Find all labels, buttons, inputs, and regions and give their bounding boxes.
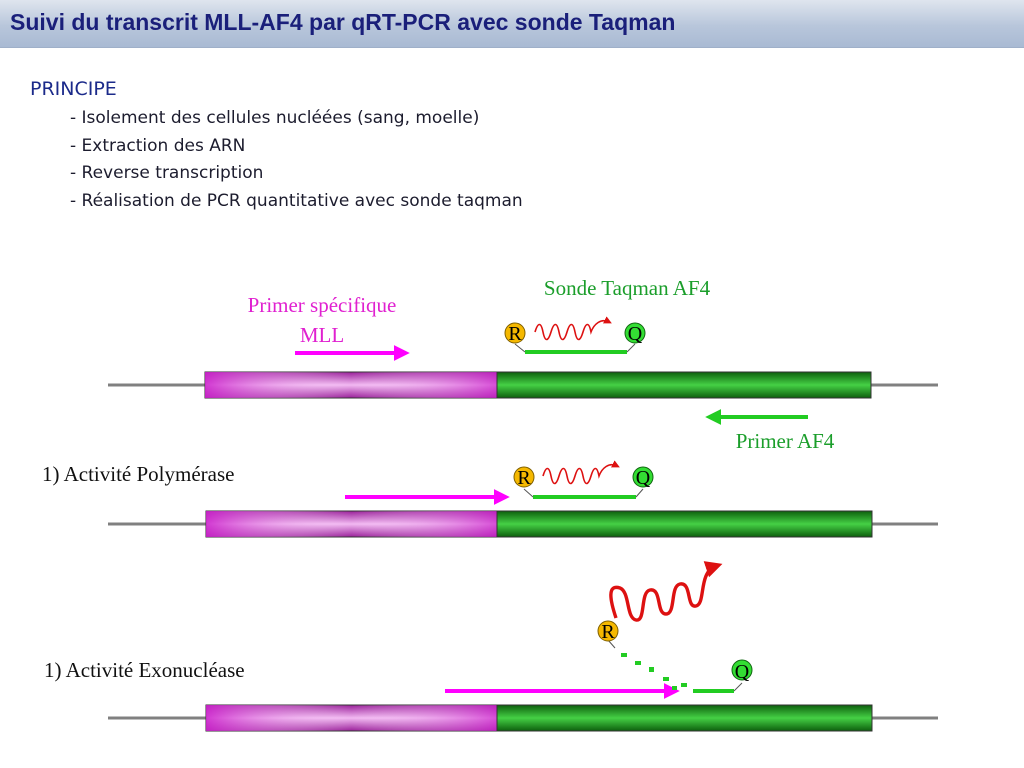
released-reporter-dye — [597, 620, 619, 642]
exonuclease-step-label: 1) Activité Exonucléase — [44, 658, 245, 682]
quencher-letter: Q — [636, 467, 651, 489]
mll-segment — [204, 371, 498, 399]
reporter-dye — [504, 322, 526, 344]
step-reverse-transcription: - Reverse transcription — [70, 163, 264, 183]
quencher-dye — [624, 322, 646, 344]
quencher-link — [733, 682, 743, 692]
fluorescence-emission-wave — [609, 561, 723, 622]
quencher-letter: Q — [628, 323, 643, 345]
step-qpcr: - Réalisation de PCR quantitative avec s… — [70, 190, 523, 211]
step-isolement: - Isolement des cellules nucléées (sang,… — [70, 108, 480, 128]
af4-segment — [496, 704, 873, 732]
fluorescence-wave — [542, 460, 620, 485]
quencher-link — [635, 488, 644, 498]
reporter-letter: R — [517, 467, 531, 489]
primer-af4-label: Primer AF4 — [736, 429, 835, 453]
reporter-letter: R — [601, 621, 615, 643]
quencher-dye — [632, 466, 654, 488]
quencher-link — [626, 343, 636, 353]
slide-title: Suivi du transcrit MLL-AF4 par qRT-PCR a… — [10, 9, 676, 35]
reporter-link — [514, 343, 526, 353]
fluorescence-wave — [534, 316, 612, 341]
cleaved-probe-fragments — [621, 653, 687, 690]
reporter-link — [523, 488, 534, 498]
step-extraction: - Extraction des ARN — [70, 135, 246, 156]
principe-steps: - Isolement des cellules nucléées (sang,… — [70, 108, 523, 218]
principe-heading: PRINCIPE — [30, 78, 117, 100]
panel-exonuclease: 1) Activité Exonucléase R Q — [44, 561, 938, 732]
primer-mll-label-line1: Primer spécifique — [248, 293, 397, 317]
panel-polymerase: 1) Activité Polymérase R Q — [42, 460, 938, 538]
quencher-letter: Q — [735, 661, 750, 683]
af4-segment — [496, 510, 873, 538]
primer-mll-label-line2: MLL — [300, 323, 344, 347]
quencher-dye — [731, 659, 753, 681]
probe-label: Sonde Taqman AF4 — [544, 276, 711, 300]
panel-principle: Primer spécifique MLL Sonde Taqman AF4 R… — [108, 276, 938, 453]
mll-segment — [205, 510, 498, 538]
reporter-letter: R — [508, 323, 522, 345]
af4-segment — [496, 371, 872, 399]
title-bar: Suivi du transcrit MLL-AF4 par qRT-PCR a… — [0, 0, 1024, 48]
polymerase-step-label: 1) Activité Polymérase — [42, 462, 234, 486]
reporter-dye — [513, 466, 535, 488]
mll-segment — [205, 704, 498, 732]
